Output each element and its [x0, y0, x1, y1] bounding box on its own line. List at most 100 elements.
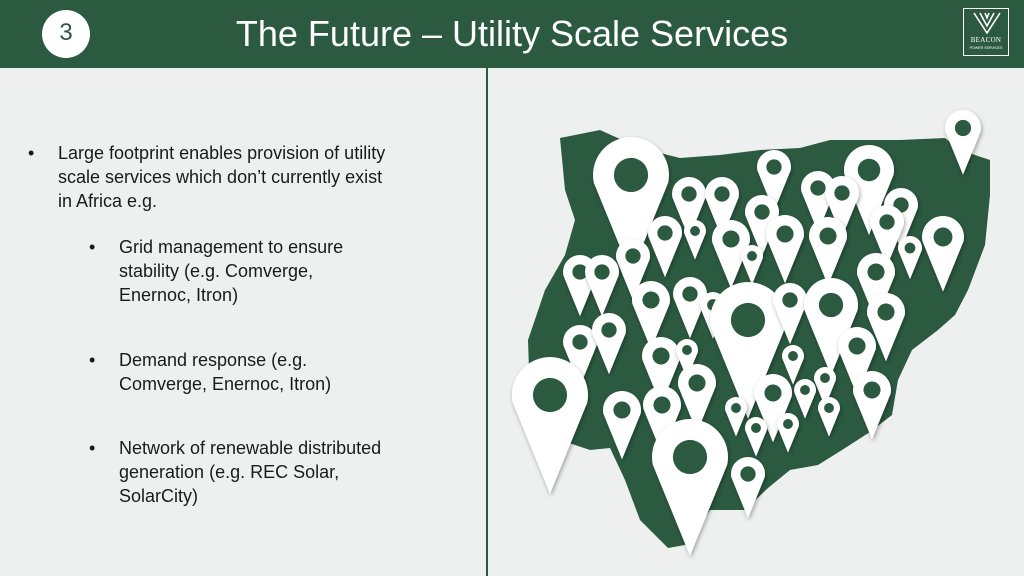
pin-hole — [532, 377, 568, 413]
pin-hole — [653, 396, 671, 414]
location-pin-icon — [585, 255, 619, 317]
pin-hole — [879, 214, 895, 230]
pin-hole — [782, 292, 798, 308]
location-pin-icon — [793, 379, 816, 419]
location-pin-icon — [592, 313, 626, 375]
location-pin-icon — [643, 386, 681, 455]
pin-hole — [863, 381, 881, 399]
location-pin-icon — [744, 417, 767, 457]
slide-number-badge: 3 — [42, 10, 90, 58]
pin-hole — [642, 291, 660, 309]
location-pin-icon — [766, 215, 804, 284]
pin-hole — [783, 419, 793, 429]
location-pin-icon — [673, 277, 707, 339]
logo-v-icon — [973, 12, 1001, 34]
location-pin-icon — [731, 457, 765, 519]
location-pin-icon — [683, 220, 707, 260]
pin-hole — [690, 226, 700, 236]
location-pin-icon — [741, 245, 763, 285]
location-pin-icon — [754, 374, 792, 443]
location-pin-icon — [648, 216, 682, 278]
pin-hole — [572, 264, 588, 280]
location-pin-icon — [678, 364, 716, 433]
nigeria-map — [512, 110, 990, 556]
pin-hole — [730, 302, 766, 338]
pin-hole — [613, 401, 631, 419]
pin-hole — [848, 337, 866, 355]
pin-hole — [714, 186, 730, 202]
title-bar: 3 The Future – Utility Scale Services BE… — [0, 0, 1024, 68]
logo-subtitle: POWER SERVICES — [969, 46, 1003, 50]
sub-bullet-text: Demand response (e.g. Comverge, Enernoc,… — [119, 350, 332, 394]
location-pin-icon — [825, 176, 859, 238]
main-bullet-text: Large footprint enables provision of uti… — [58, 143, 386, 211]
pin-hole — [820, 373, 830, 383]
main-bullet: • Large footprint enables provision of u… — [28, 141, 388, 213]
location-pin-icon — [813, 367, 837, 407]
location-pin-icon — [725, 397, 747, 437]
location-pin-icon — [712, 220, 750, 289]
pin-hole — [834, 185, 850, 201]
location-pin-icon — [809, 217, 847, 286]
pin-hole — [819, 227, 837, 245]
pin-hole — [818, 292, 844, 318]
pin-hole — [766, 159, 782, 175]
pin-hole — [572, 334, 588, 350]
pin-hole — [751, 423, 761, 433]
pin-hole — [824, 403, 834, 413]
pin-hole — [652, 347, 670, 365]
slide-title: The Future – Utility Scale Services — [235, 13, 789, 54]
location-pin-icon — [593, 137, 669, 274]
location-pin-icon — [676, 339, 698, 379]
location-pin-icon — [853, 371, 891, 440]
location-pin-icon — [782, 345, 805, 385]
location-pins — [512, 110, 982, 556]
bullet-dot: • — [89, 237, 96, 257]
pin-hole — [722, 230, 740, 248]
sub-bullet: • Grid management to ensure stability (e… — [89, 235, 389, 307]
location-pin-icon — [652, 419, 728, 556]
pin-hole — [747, 251, 757, 261]
location-pin-icon — [603, 391, 641, 460]
pin-hole — [810, 180, 826, 196]
pin-hole — [688, 374, 706, 392]
bullet-dot: • — [89, 438, 96, 458]
pin-hole — [857, 158, 881, 182]
pin-hole — [682, 286, 698, 302]
location-pin-icon — [945, 110, 982, 175]
vertical-divider — [486, 68, 488, 576]
sub-bullet: • Demand response (e.g. Comverge, Enerno… — [89, 348, 389, 396]
pin-hole — [933, 227, 953, 247]
location-pin-icon — [777, 413, 799, 453]
sub-bullet-text: Grid management to ensure stability (e.g… — [119, 237, 344, 305]
location-pin-icon — [757, 150, 791, 212]
location-pin-icon — [922, 216, 965, 292]
pin-hole — [657, 225, 673, 241]
pin-hole — [877, 303, 895, 321]
location-pin-icon — [773, 283, 807, 345]
location-pin-icon — [512, 357, 588, 494]
pin-hole — [672, 439, 708, 475]
location-pin-icon — [898, 236, 922, 280]
location-pin-icon — [710, 282, 786, 419]
location-pin-icon — [870, 205, 904, 267]
location-pin-icon — [642, 337, 680, 406]
location-pin-icon — [838, 327, 876, 396]
sub-bullet-text: Network of renewable distributed generat… — [119, 438, 382, 506]
pin-hole — [764, 384, 782, 402]
location-pin-icon — [803, 278, 859, 376]
pin-hole — [904, 242, 916, 254]
pin-hole — [625, 248, 641, 264]
pin-hole — [740, 466, 756, 482]
location-pin-icon — [867, 293, 905, 362]
pin-hole — [613, 157, 649, 193]
pin-hole — [681, 186, 697, 202]
pin-hole — [776, 225, 794, 243]
logo-name: BEACON — [970, 36, 1002, 44]
sub-bullet: • Network of renewable distributed gener… — [89, 436, 419, 508]
location-pin-icon — [632, 281, 670, 350]
pin-hole — [800, 385, 810, 395]
location-pin-icon — [616, 239, 650, 301]
location-pin-icon — [818, 397, 840, 437]
pin-hole — [954, 119, 972, 137]
